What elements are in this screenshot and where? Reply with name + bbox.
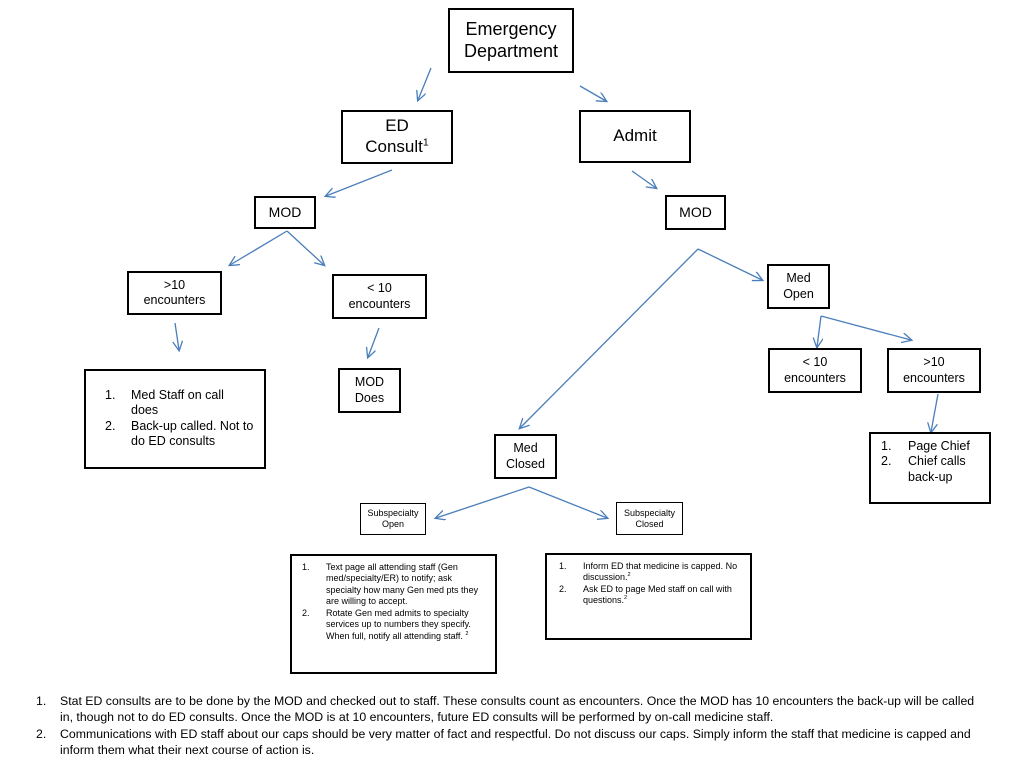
arrow-med-open-to-lt10: [817, 315, 821, 347]
ed-consult-line1: ED: [385, 116, 409, 136]
emergency-department-line1: Emergency: [465, 18, 557, 39]
emergency-department-line2: Department: [463, 40, 559, 61]
subspecialty-open-line2: Open: [381, 519, 405, 529]
lt10-left-line1: < 10: [367, 281, 392, 296]
ed-consult-line2: Consult1: [365, 136, 429, 156]
arrow-consult-to-mod: [326, 169, 393, 196]
arrow-mod-to-gt10-left: [230, 230, 288, 265]
ed-consult-node: ED Consult1: [341, 110, 453, 164]
arrow-med-open-to-gt10: [820, 315, 911, 340]
gt10-right-line2: encounters: [903, 370, 965, 385]
gt10-right-line1: >10: [923, 355, 945, 370]
arrow-admit-to-mod: [631, 170, 656, 188]
mod-left-node: MOD: [254, 196, 316, 229]
mod-left-label: MOD: [268, 203, 302, 220]
closed-action-2: 2.Ask ED to page Med staff on call with …: [559, 583, 732, 606]
med-open-line1: Med: [786, 271, 811, 286]
arrow-med-closed-to-sub-open: [436, 486, 530, 518]
arrow-gt10-to-page-chief: [931, 393, 939, 432]
gt10-encounters-right-node: >10 encounters: [887, 348, 981, 393]
med-staff-action-2: 2.Back-up called. Not to do ED consults: [105, 418, 254, 448]
mod-right-label: MOD: [679, 203, 712, 220]
mod-does-line1: MOD: [354, 375, 385, 390]
arrow-lt10-to-mod-does: [368, 327, 380, 357]
open-action-1: 1.Text page all attending staff (Gen med…: [302, 562, 479, 607]
arrow-ed-to-consult: [418, 67, 432, 100]
gt10-encounters-left-node: >10 encounters: [127, 271, 222, 315]
arrow-gt10-to-med-staff: [175, 322, 179, 350]
med-closed-node: Med Closed: [494, 434, 557, 479]
lt10-left-line2: encounters: [348, 296, 411, 311]
med-closed-line1: Med: [513, 441, 538, 456]
subspecialty-open-node: Subspecialty Open: [360, 503, 426, 535]
med-open-node: Med Open: [767, 264, 830, 309]
footnotes: 1.Stat ED consults are to be done by the…: [36, 693, 986, 758]
arrow-mod-to-lt10-left: [286, 230, 324, 265]
ed-consult-footnote-ref: 1: [422, 136, 429, 149]
mod-right-node: MOD: [665, 195, 726, 230]
arrow-ed-to-admit: [579, 85, 606, 101]
lt10-right-line2: encounters: [784, 370, 846, 385]
admit-node: Admit: [579, 110, 691, 163]
lt10-encounters-right-node: < 10 encounters: [768, 348, 862, 393]
arrow-mod-to-med-open: [697, 248, 762, 280]
subspecialty-open-line1: Subspecialty: [367, 508, 419, 519]
page-chief-actions-node: 1.Page Chief 2.Chief calls back-up: [869, 432, 991, 504]
lt10-encounters-left-node: < 10 encounters: [332, 274, 427, 319]
subspecialty-closed-line2: Closed: [635, 518, 664, 529]
subspecialty-closed-node: Subspecialty Closed: [616, 502, 683, 535]
arrow-med-closed-to-sub-closed: [528, 486, 607, 518]
page-chief-action-1: 1.Page Chief: [881, 439, 970, 453]
admit-label: Admit: [613, 126, 657, 146]
med-open-line2: Open: [783, 286, 814, 301]
med-closed-line2: Closed: [506, 456, 545, 471]
mod-does-node: MOD Does: [338, 368, 401, 413]
mod-does-line2: Does: [354, 390, 385, 405]
subspecialty-open-actions-node: 1.Text page all attending staff (Gen med…: [290, 554, 497, 674]
subspecialty-closed-actions-node: 1.Inform ED that medicine is capped. No …: [545, 553, 752, 640]
emergency-department-node: Emergency Department: [448, 8, 574, 73]
footnote-1: 1.Stat ED consults are to be done by the…: [36, 694, 975, 725]
open-action-2: 2.Rotate Gen med admits to specialty ser…: [302, 607, 471, 641]
med-staff-action-1: 1.Med Staff on call does: [105, 388, 224, 418]
subspecialty-closed-line1: Subspecialty: [623, 507, 676, 518]
lt10-right-line1: < 10: [802, 355, 828, 370]
med-staff-actions-node: 1.Med Staff on call does 2.Back-up calle…: [84, 369, 266, 469]
closed-action-1: 1.Inform ED that medicine is capped. No …: [559, 561, 738, 583]
arrow-mod-to-med-closed: [520, 248, 699, 428]
page-chief-action-2: 2.Chief calls back-up: [881, 454, 966, 484]
footnote-2: 2.Communications with ED staff about our…: [36, 726, 971, 758]
gt10-left-line2: encounters: [143, 293, 206, 307]
gt10-left-line1: >10: [163, 277, 186, 292]
